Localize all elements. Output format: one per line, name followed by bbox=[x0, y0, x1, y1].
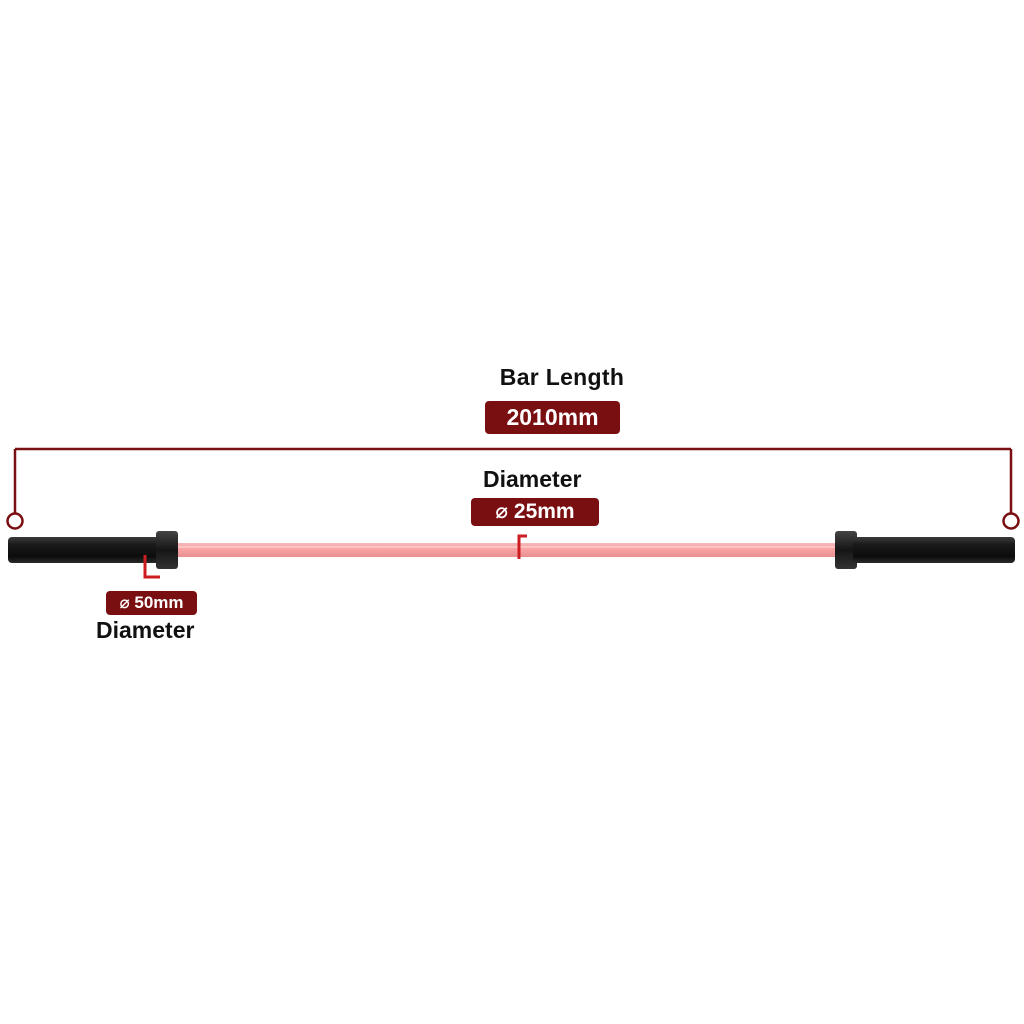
shaft-diameter-title: Diameter bbox=[483, 466, 582, 492]
shaft-diameter-value-badge: ⌀ 25mm bbox=[471, 498, 599, 526]
left-collar bbox=[156, 531, 178, 569]
right-sleeve bbox=[853, 537, 1015, 563]
right-collar bbox=[835, 531, 857, 569]
shaft-diameter-marker bbox=[517, 534, 527, 559]
sleeve-diameter-marker bbox=[143, 555, 160, 579]
sleeve-diameter-title: Diameter bbox=[96, 617, 195, 643]
left-sleeve bbox=[8, 537, 160, 563]
bar-shaft bbox=[170, 543, 846, 557]
dimension-endpoint-left bbox=[6, 512, 24, 530]
bar-length-value-badge: 2010mm bbox=[485, 401, 620, 434]
sleeve-diameter-value-badge: ⌀ 50mm bbox=[106, 591, 197, 615]
dimension-endpoint-right bbox=[1002, 512, 1020, 530]
bar-length-title: Bar Length bbox=[499, 364, 625, 390]
bar-length-dimension-line bbox=[6, 447, 1020, 530]
